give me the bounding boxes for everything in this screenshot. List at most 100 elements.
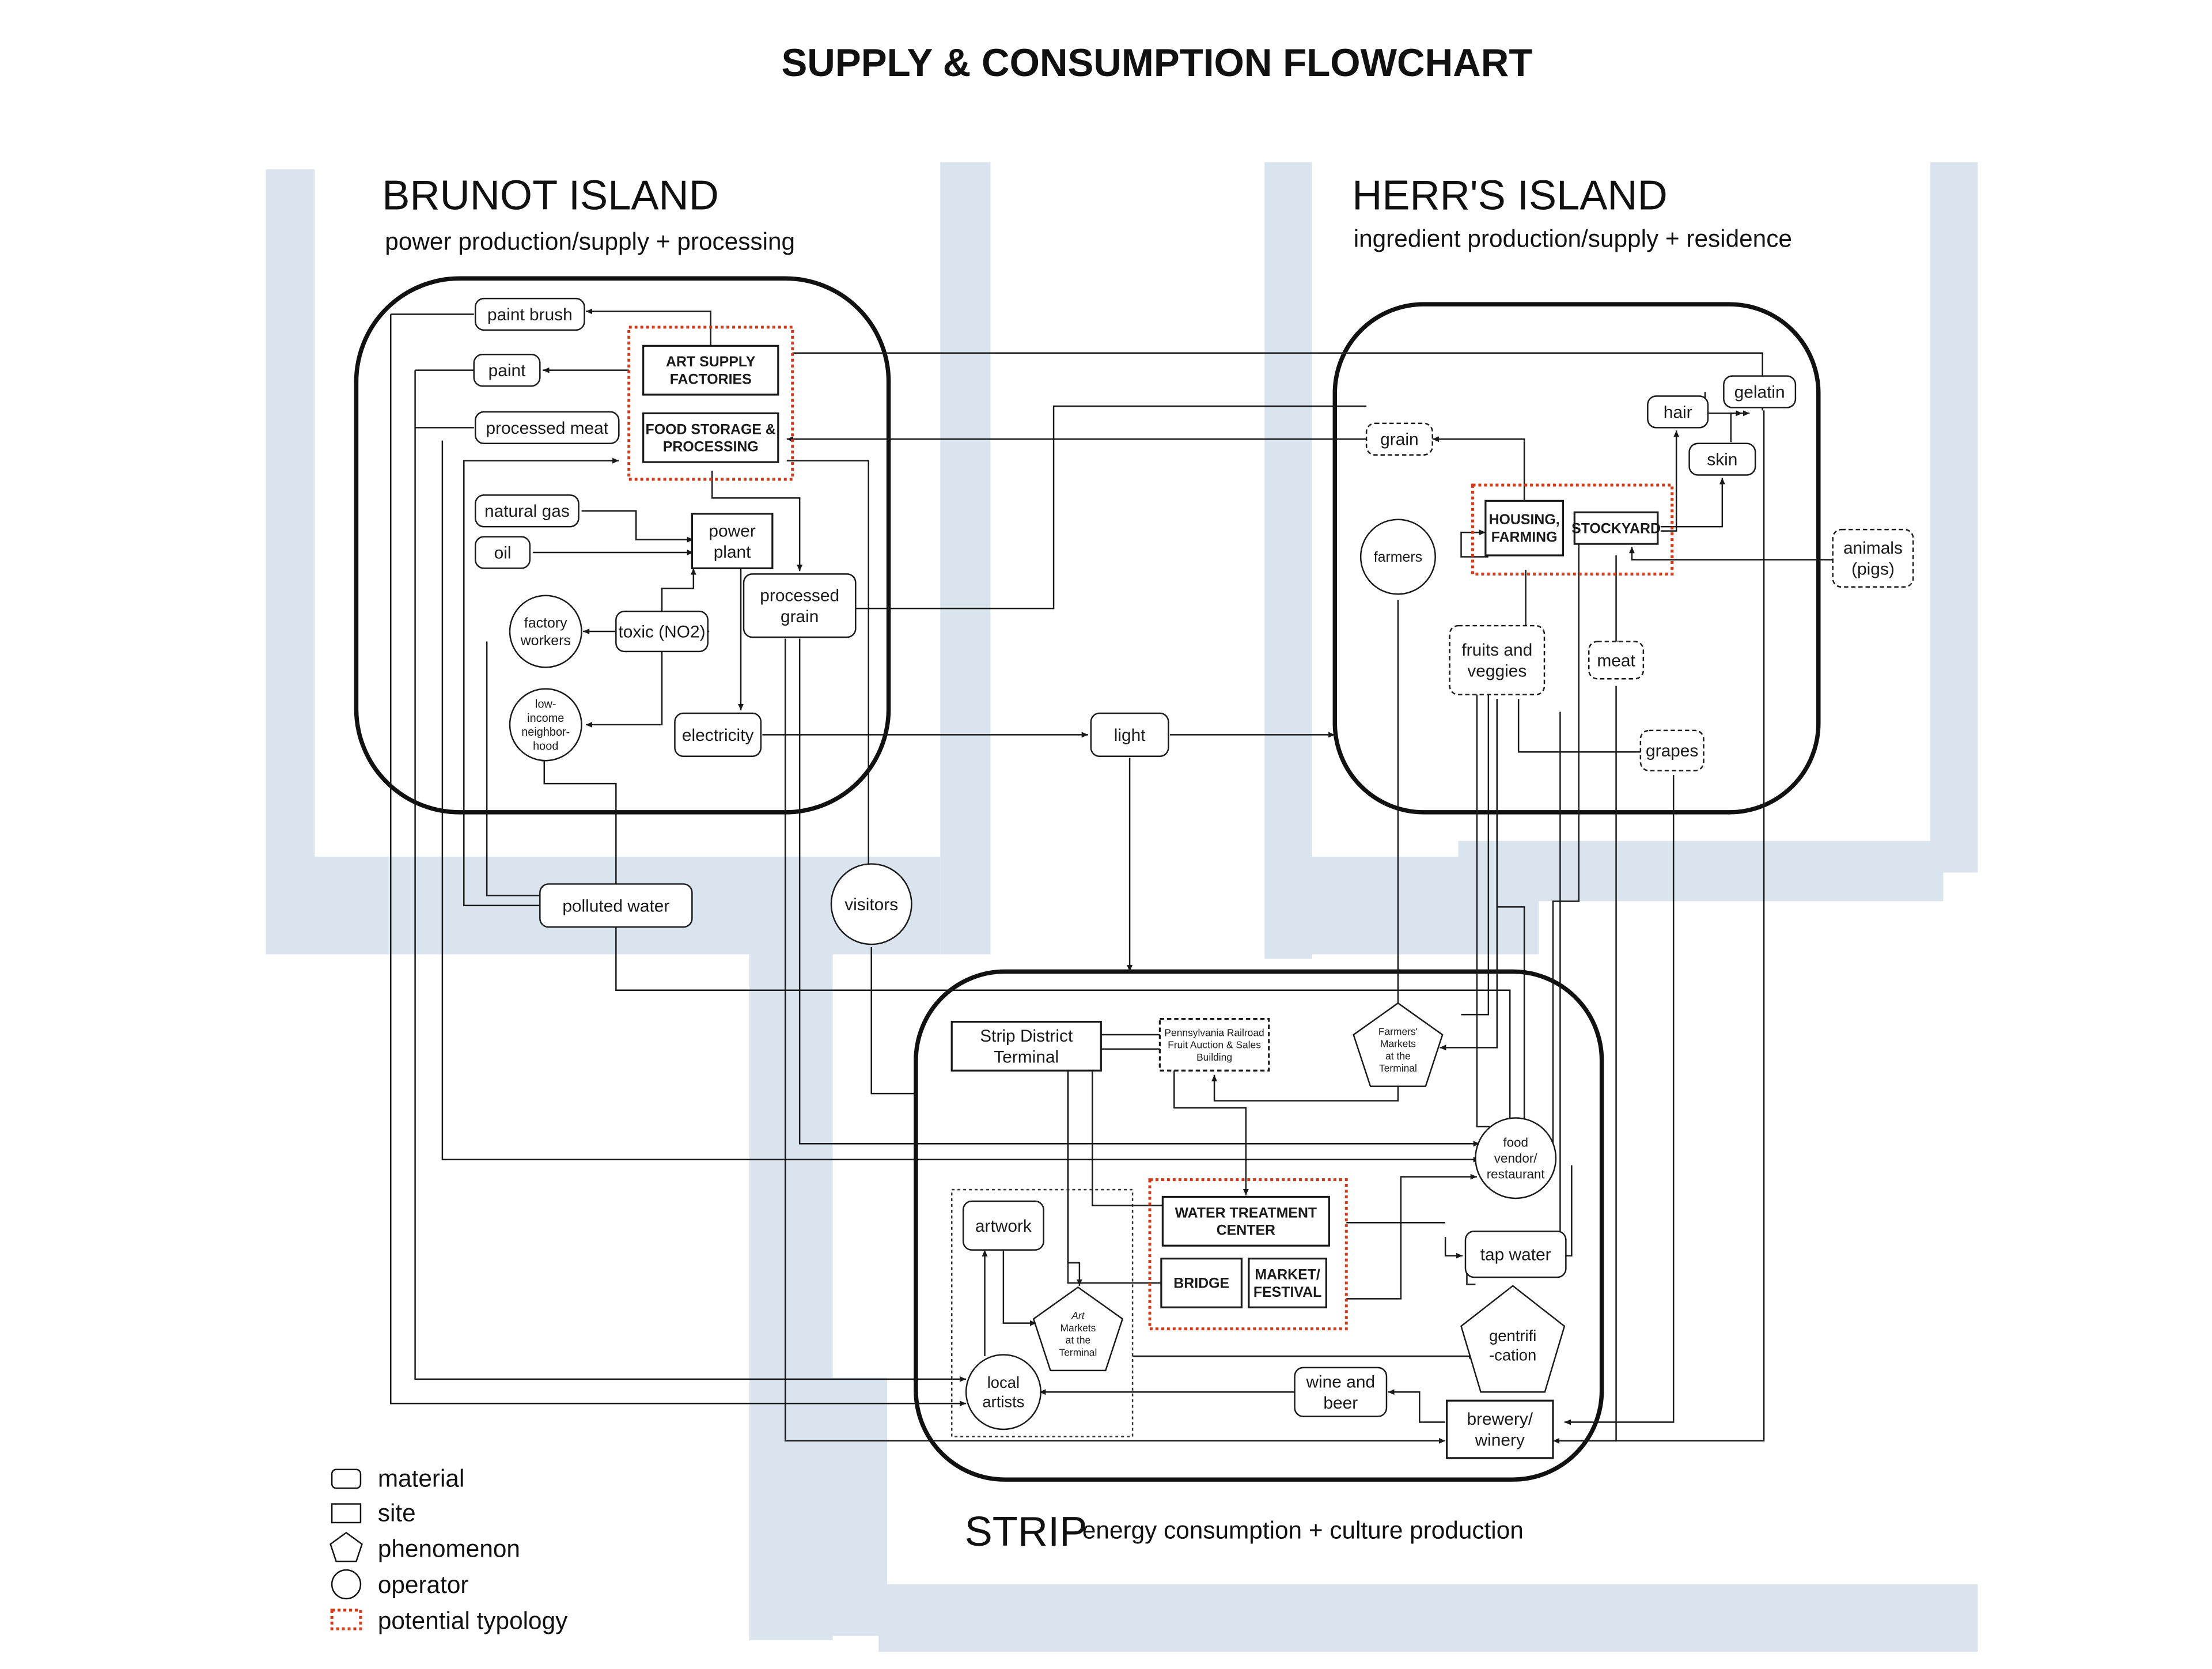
flow-connector [541, 755, 617, 885]
grapes-node[interactable]: grapes [1639, 729, 1705, 771]
river-band [1264, 162, 1312, 959]
artwork-node[interactable]: artwork [962, 1200, 1044, 1251]
animals-label: animals [1843, 539, 1903, 558]
legend-operator-label: operator [378, 1571, 469, 1598]
meat-node[interactable]: meat [1588, 641, 1645, 680]
paint-label: paint [488, 361, 526, 380]
artwork-shape [962, 1200, 1044, 1251]
local-artists-shape [965, 1354, 1041, 1430]
paint-node[interactable]: paint [473, 354, 541, 387]
brunot-island-region [354, 276, 891, 815]
farmers-shape [1359, 519, 1436, 595]
flow-connector [1564, 775, 1675, 1425]
brunot-island-subtitle: power production/supply + processing [385, 228, 795, 255]
flow-connector [1388, 1389, 1446, 1423]
stockyard-label: STOCKYARD [1571, 520, 1661, 536]
food-storage-label: PROCESSING [663, 439, 759, 455]
legend-typology-label: potential typology [378, 1607, 568, 1634]
brewery-node[interactable]: brewery/winery [1445, 1399, 1554, 1459]
flow-connector [1002, 1250, 1037, 1326]
art-supply-label: ART SUPPLY [666, 354, 756, 370]
farmers-node[interactable]: farmers [1359, 519, 1436, 595]
water-treatment-label: CENTER [1217, 1223, 1275, 1239]
pa-railroad-label: Fruit Auction & Sales [1168, 1039, 1261, 1051]
stockyard-node[interactable]: STOCKYARD [1571, 511, 1661, 545]
visitors-node[interactable]: visitors [830, 863, 912, 945]
fruits-label: fruits and [1461, 641, 1532, 660]
art-supply-shape [642, 345, 779, 396]
flow-connector [586, 308, 711, 346]
flow-connector [463, 457, 619, 907]
flow-connector [1550, 516, 1580, 1165]
meat-label: meat [1597, 651, 1635, 670]
factory-workers-label: workers [520, 633, 571, 649]
gentrification-shape [1460, 1285, 1566, 1393]
river-band [878, 1584, 1978, 1652]
market-festival-label: FESTIVAL [1253, 1284, 1321, 1300]
bridge-node[interactable]: BRIDGE [1160, 1257, 1243, 1308]
legend-phenomenon-symbol [329, 1531, 363, 1562]
electricity-node[interactable]: electricity [674, 712, 762, 757]
paint-shape [473, 354, 541, 387]
toxic-node[interactable]: toxic (NO2) [615, 610, 709, 653]
bridge-label: BRIDGE [1173, 1276, 1229, 1292]
visitors-label: visitors [844, 895, 898, 914]
market-festival-node[interactable]: MARKET/FESTIVAL [1248, 1257, 1327, 1308]
animals-shape [1832, 528, 1914, 588]
flow-connector [486, 641, 540, 896]
flow-connector [1099, 1048, 1249, 1195]
hair-node[interactable]: hair [1647, 395, 1709, 429]
brunot-island-heading: BRUNOT ISLAND [382, 173, 719, 219]
oil-node[interactable]: oil [474, 536, 531, 569]
low-income-label: income [527, 712, 564, 725]
flow-connector [390, 314, 967, 1407]
light-node[interactable]: light [1090, 712, 1169, 757]
wine-beer-shape [1294, 1367, 1388, 1417]
legend-site-label: site [378, 1499, 416, 1526]
flow-connector [414, 370, 967, 1382]
flow-connector [1552, 410, 1765, 1444]
flow-connector [1067, 1066, 1082, 1286]
gentrification-label: gentrifi [1489, 1327, 1536, 1345]
tap-water-label: tap water [1480, 1246, 1551, 1265]
animals-node[interactable]: animals(pigs) [1832, 528, 1914, 588]
paint-brush-node[interactable]: paint brush [474, 297, 585, 331]
flow-connector [1432, 436, 1525, 505]
natural-gas-node[interactable]: natural gas [474, 494, 579, 528]
tap-water-shape [1464, 1231, 1567, 1278]
flow-connector [798, 638, 1480, 1147]
gelatin-node[interactable]: gelatin [1723, 375, 1797, 408]
art-supply-label: FACTORIES [670, 372, 752, 388]
tap-water-node[interactable]: tap water [1464, 1231, 1567, 1278]
typology-frame-brunot [627, 326, 794, 481]
gentrification-node[interactable]: gentrifi-cation [1460, 1285, 1566, 1393]
grain-label: grain [1380, 430, 1418, 449]
hair-shape [1647, 395, 1709, 429]
polluted-water-node[interactable]: polluted water [539, 883, 693, 928]
housing-node[interactable]: HOUSING,FARMING [1484, 499, 1564, 557]
food-storage-node[interactable]: FOOD STORAGE &PROCESSING [642, 412, 779, 463]
river-band [1458, 841, 1944, 902]
fruits-node[interactable]: fruits and veggies [1449, 625, 1546, 695]
oil-shape [474, 536, 531, 569]
skin-node[interactable]: skin [1688, 442, 1756, 476]
processed-meat-node[interactable]: processed meat [474, 411, 620, 444]
power-plant-label: plant [714, 543, 751, 562]
art-supply-node[interactable]: ART SUPPLY FACTORIES [642, 345, 779, 396]
fruits-label: veggies [1467, 662, 1527, 681]
grain-node[interactable]: grain [1365, 422, 1433, 456]
skin-shape [1688, 442, 1756, 476]
